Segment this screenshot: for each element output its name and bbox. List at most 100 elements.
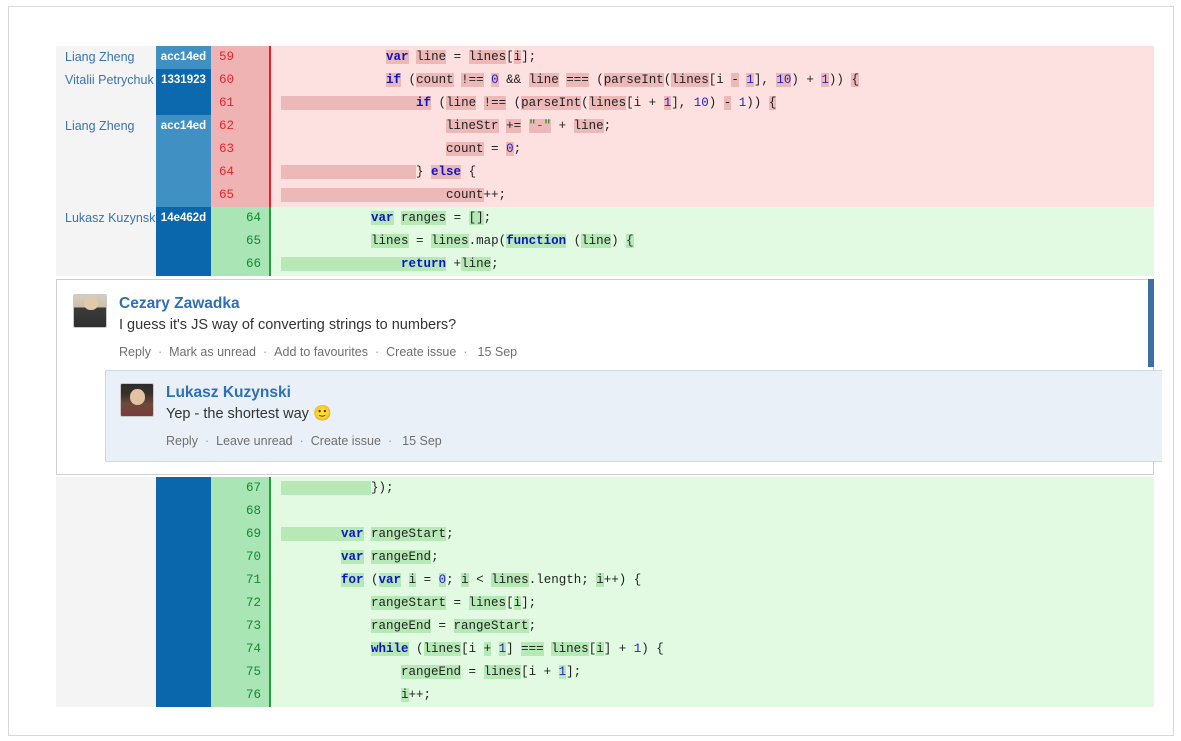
code-token: 0 [491, 73, 499, 87]
comment-author-name[interactable]: Cezary Zawadka [119, 295, 240, 312]
code-line: var rangeEnd; [271, 546, 1154, 569]
action-create-issue[interactable]: Create issue [310, 434, 381, 448]
commit-hash-badge[interactable] [156, 661, 211, 684]
action-reply[interactable]: Reply [166, 434, 198, 448]
commit-hash-badge[interactable] [156, 523, 211, 546]
diff-row[interactable]: 65 count++; [56, 184, 1154, 207]
action-create-issue[interactable]: Create issue [386, 345, 457, 359]
code-token: 1 [633, 642, 642, 656]
code-token: && [506, 73, 522, 87]
code-token [281, 527, 342, 541]
code-token: var [341, 527, 364, 541]
line-number: 60 [211, 69, 271, 92]
action-reply[interactable]: Reply [119, 345, 151, 359]
diff-row[interactable]: 69 var rangeStart; [56, 523, 1154, 546]
commit-hash-badge[interactable] [156, 477, 211, 500]
line-number: 65 [211, 230, 271, 253]
diff-row[interactable]: 61 if (line !== (parseInt(lines[i + 1], … [56, 92, 1154, 115]
commit-hash-badge[interactable] [156, 230, 211, 253]
code-token: ++; [483, 188, 507, 202]
code-token: function [506, 234, 567, 248]
diff-row[interactable]: 68 [56, 500, 1154, 523]
diff-row[interactable]: 76 i++; [56, 684, 1154, 707]
diff-row[interactable]: 64 } else { [56, 161, 1154, 184]
code-token: line [446, 96, 477, 110]
code-token: ( [588, 73, 604, 87]
code-token: 0 [438, 573, 447, 587]
commit-hash-badge[interactable] [156, 253, 211, 276]
diff-row[interactable]: 67 }); [56, 477, 1154, 500]
code-token: !== [461, 73, 484, 87]
commit-hash-badge[interactable]: 14e462d [156, 207, 211, 230]
comment-reply-author-name[interactable]: Lukasz Kuzynski [166, 384, 291, 401]
diff-row[interactable]: 70 var rangeEnd; [56, 546, 1154, 569]
code-line [271, 500, 1154, 523]
diff-author-label: Liang Zheng [56, 46, 156, 69]
code-token: = [408, 234, 432, 248]
code-token: lines [423, 642, 462, 656]
commit-hash-badge[interactable]: acc14ed [156, 46, 211, 69]
avatar-cezary-zawadka [73, 294, 107, 328]
commit-hash-badge[interactable] [156, 500, 211, 523]
code-token: }); [371, 481, 394, 495]
diff-author-label [56, 592, 156, 615]
commit-hash-badge[interactable] [156, 638, 211, 661]
code-line: i++; [271, 684, 1154, 707]
action-separator: · [204, 434, 210, 448]
diff-row[interactable]: 63 count = 0; [56, 138, 1154, 161]
diff-author-label [56, 638, 156, 661]
diff-author-label [56, 500, 156, 523]
commit-hash-badge[interactable]: 1331923 [156, 69, 211, 92]
code-token: ; [528, 619, 537, 633]
commit-hash-badge[interactable] [156, 546, 211, 569]
comment-timestamp: 15 Sep [477, 345, 518, 359]
code-token: 10 [693, 96, 709, 110]
diff-row[interactable]: 74 while (lines[i + 1] === lines[i] + 1)… [56, 638, 1154, 661]
code-token: 10 [776, 73, 792, 87]
action-add-to-favourites[interactable]: Add to favourites [274, 345, 368, 359]
commit-hash-badge[interactable] [156, 138, 211, 161]
code-token: - [731, 73, 739, 87]
code-token: 1 [663, 96, 672, 110]
code-token [281, 142, 446, 156]
commit-hash-badge[interactable] [156, 92, 211, 115]
code-token: { [626, 234, 634, 248]
diff-row[interactable]: 71 for (var i = 0; i < lines.length; i++… [56, 569, 1154, 592]
commit-hash-badge[interactable]: acc14ed [156, 115, 211, 138]
commit-hash-badge[interactable] [156, 684, 211, 707]
diff-row[interactable]: 73 rangeEnd = rangeStart; [56, 615, 1154, 638]
code-token: line [573, 119, 604, 133]
code-token: [i + [626, 96, 664, 110]
code-token: lines [588, 96, 627, 110]
code-token: !== [483, 96, 507, 110]
code-token: .length; [528, 573, 597, 587]
commit-hash-badge[interactable] [156, 161, 211, 184]
action-mark-as-unread[interactable]: Mark as unread [169, 345, 256, 359]
action-leave-unread[interactable]: Leave unread [216, 434, 293, 448]
diff-row[interactable]: 65 lines = lines.map(function (line) { [56, 230, 1154, 253]
commit-hash-badge[interactable] [156, 184, 211, 207]
code-token [521, 73, 529, 87]
diff-row[interactable]: 75 rangeEnd = lines[i + 1]; [56, 661, 1154, 684]
comment-body: Cezary Zawadka I guess it's JS way of co… [119, 294, 1137, 360]
diff-row[interactable]: 72 rangeStart = lines[i]; [56, 592, 1154, 615]
diff-row[interactable]: 66 return +line; [56, 253, 1154, 276]
code-token: ; [483, 211, 492, 225]
code-line: lines = lines.map(function (line) { [271, 230, 1154, 253]
line-number: 75 [211, 661, 271, 684]
code-token: = [431, 619, 454, 633]
code-token: ; [513, 142, 522, 156]
code-token: - [723, 96, 732, 110]
commit-hash-badge[interactable] [156, 592, 211, 615]
code-token [281, 96, 417, 110]
code-token: 1 [498, 642, 507, 656]
action-separator: · [157, 345, 163, 359]
commit-hash-badge[interactable] [156, 569, 211, 592]
commit-hash-badge[interactable] [156, 615, 211, 638]
diff-author-label [56, 92, 156, 115]
code-token: lines [371, 234, 409, 248]
